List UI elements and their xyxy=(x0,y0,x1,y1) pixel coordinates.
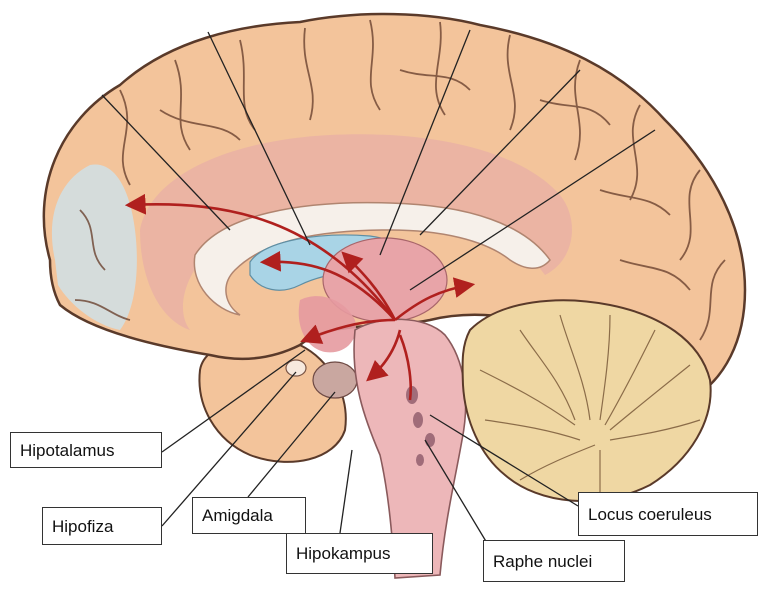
amigdala-label: Amigdala xyxy=(192,497,306,534)
hipofiza-label: Hipofiza xyxy=(42,507,162,545)
pituitary-gland xyxy=(286,360,306,376)
locus-coeruleus-label: Locus coeruleus xyxy=(578,492,758,536)
hipotalamus-label: Hipotalamus xyxy=(10,432,162,468)
raphe-nuclei-label: Raphe nuclei xyxy=(483,540,625,582)
hipokampus-label: Hipokampus xyxy=(286,533,433,574)
